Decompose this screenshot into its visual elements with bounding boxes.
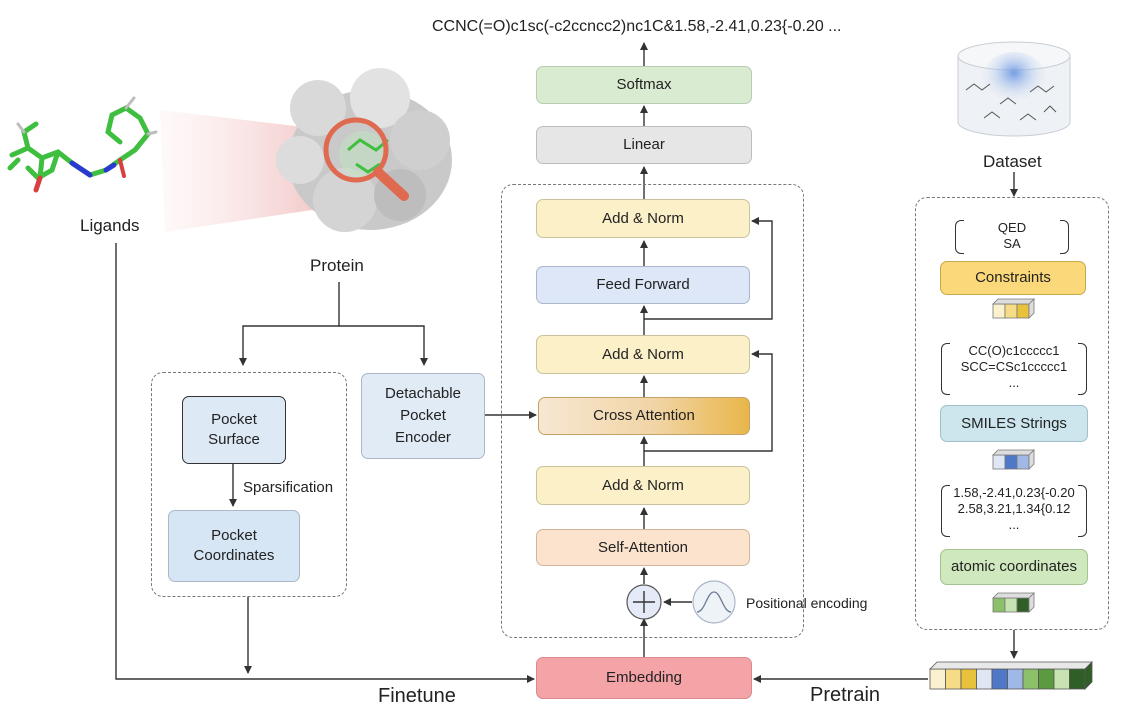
add-norm-box-bottom: Add & Norm xyxy=(536,466,750,505)
dataset-label: Dataset xyxy=(983,152,1042,171)
finetune-label: Finetune xyxy=(378,685,456,707)
property-list: QED SA xyxy=(955,220,1069,254)
linear-box: Linear xyxy=(536,126,752,164)
token-cell xyxy=(1053,668,1070,690)
dataset-cylinder-icon xyxy=(957,41,1071,137)
coordinate-examples: 1.58,-2.41,0.23{-0.20 2.58,3.21,1.34{0.1… xyxy=(941,485,1087,537)
focus-beam xyxy=(160,110,312,232)
token-cell xyxy=(1038,668,1055,690)
pocket-coordinates-box: Pocket Coordinates xyxy=(168,510,300,582)
add-norm-box-top: Add & Norm xyxy=(536,199,750,238)
cross-attention-box: Cross Attention xyxy=(538,397,750,435)
sine-wave-icon xyxy=(692,580,736,624)
ligand-molecule-icon xyxy=(7,96,158,193)
token-cell xyxy=(1069,668,1086,690)
output-sequence: CCNC(=O)c1sc(-c2ccncc2)nc1C&1.58,-2.41,0… xyxy=(432,18,842,35)
token-cell xyxy=(1007,668,1024,690)
detachable-pocket-encoder-box: Detachable Pocket Encoder xyxy=(361,373,485,459)
token-cell xyxy=(976,668,993,690)
smiles-examples: CC(O)c1ccccc1 SCC=CSc1ccccc1 ... xyxy=(941,343,1087,395)
embedding-box: Embedding xyxy=(536,657,752,699)
token-cell xyxy=(991,668,1008,690)
token-cell xyxy=(960,668,977,690)
protein-label: Protein xyxy=(310,256,364,275)
pocket-processing-group xyxy=(151,372,347,597)
token-strip-side xyxy=(1084,661,1093,690)
atomic-coordinates-box: atomic coordinates xyxy=(940,549,1088,585)
pocket-surface-box: Pocket Surface xyxy=(182,396,286,464)
dataset-processing-group xyxy=(915,197,1109,630)
token-cube-icon xyxy=(992,298,1035,319)
plus-circle-icon xyxy=(626,584,662,620)
add-norm-box-middle: Add & Norm xyxy=(536,335,750,374)
token-strip-top xyxy=(929,661,1093,670)
token-cell xyxy=(929,668,946,690)
softmax-box: Softmax xyxy=(536,66,752,104)
pretrain-label: Pretrain xyxy=(810,684,881,706)
protein-surface-icon xyxy=(276,68,452,232)
token-strip xyxy=(929,661,1093,690)
ligands-label: Ligands xyxy=(80,216,140,235)
token-cell xyxy=(945,668,962,690)
constraints-box: Constraints xyxy=(940,261,1086,295)
positional-encoding-label: Positional encoding xyxy=(746,595,868,611)
feed-forward-box: Feed Forward xyxy=(536,266,750,304)
decoder-block-group xyxy=(501,184,804,638)
sparsification-label: Sparsification xyxy=(243,479,334,496)
magnifier-icon xyxy=(323,117,409,201)
smiles-strings-box: SMILES Strings xyxy=(940,405,1088,442)
token-cell xyxy=(1022,668,1039,690)
token-cube-icon xyxy=(992,449,1035,470)
token-cube-icon xyxy=(992,592,1035,613)
self-attention-box: Self-Attention xyxy=(536,529,750,566)
